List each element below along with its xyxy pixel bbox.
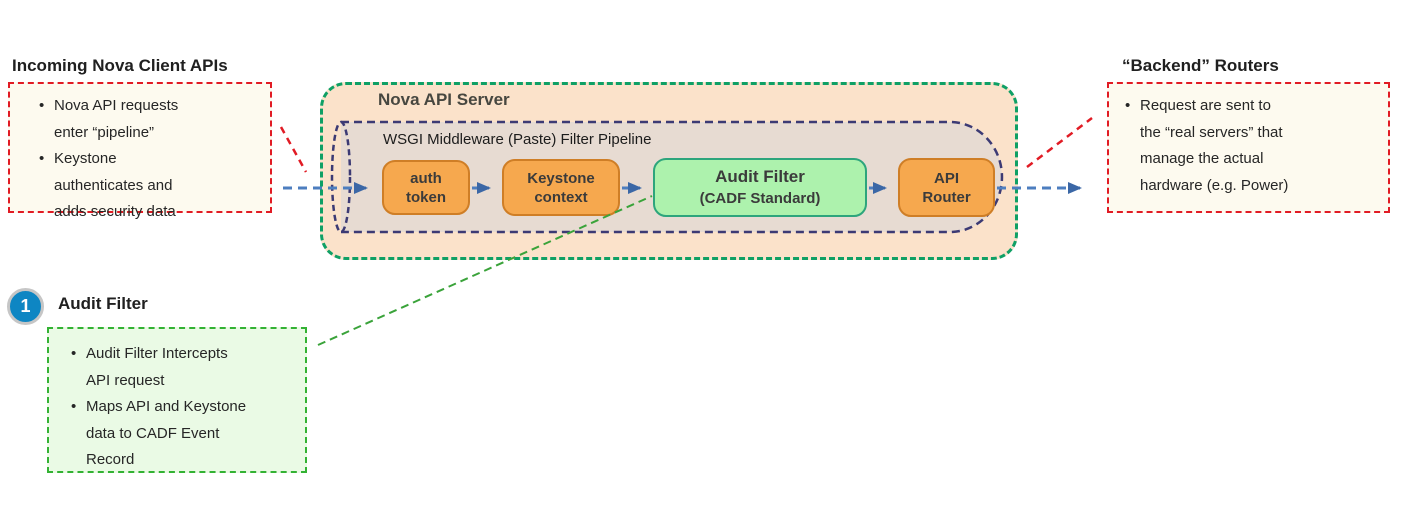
stage-label-line: context xyxy=(534,188,588,206)
stage-api-router: API Router xyxy=(898,158,995,217)
wsgi-pipeline-title: WSGI Middleware (Paste) Filter Pipeline xyxy=(383,131,652,148)
pointer-line-incoming xyxy=(279,126,308,173)
incoming-title: Incoming Nova Client APIs xyxy=(12,56,228,75)
stage-label-line: Keystone xyxy=(527,169,595,187)
audit-filter-note-box: Audit Filter Intercepts API requestMaps … xyxy=(47,327,307,473)
backend-routers-title: “Backend” Routers xyxy=(1122,56,1279,75)
nova-api-server-title: Nova API Server xyxy=(378,90,510,109)
incoming-note-box: Nova API requests enter “pipeline”Keysto… xyxy=(8,82,272,220)
stage-label-line: token xyxy=(405,188,446,206)
stage-label-line: (CADF Standard) xyxy=(699,189,821,207)
stage-label-line: auth xyxy=(410,169,442,187)
step-number: 1 xyxy=(20,296,31,316)
stage-label-line: Router xyxy=(922,188,971,206)
backend-bullet-list: Request are sent to the “real servers” t… xyxy=(1123,93,1295,199)
stage-label-line: Audit Filter xyxy=(715,166,805,186)
pointer-line-backend xyxy=(1026,117,1093,168)
backend-note-box: Request are sent to the “real servers” t… xyxy=(1107,82,1390,213)
bullet-item: Maps API and Keystone data to CADF Event… xyxy=(69,394,247,474)
audit-filter-callout-title: Audit Filter xyxy=(58,294,148,313)
stage-keystone-context: Keystone context xyxy=(502,159,620,216)
bullet-item: Nova API requests enter “pipeline” xyxy=(37,93,207,146)
step-1-badge: 1 xyxy=(7,288,44,325)
stage-auth-token: auth token xyxy=(382,160,470,215)
bullet-item: Request are sent to the “real servers” t… xyxy=(1123,93,1295,199)
stage-audit-filter: Audit Filter (CADF Standard) xyxy=(653,158,867,217)
bullet-item: Keystone authenticates and adds security… xyxy=(37,146,207,226)
bullet-item: Audit Filter Intercepts API request xyxy=(69,341,247,394)
stage-label-line: API xyxy=(933,169,959,187)
incoming-bullet-list: Nova API requests enter “pipeline”Keysto… xyxy=(37,93,207,226)
callout-bullet-list: Audit Filter Intercepts API requestMaps … xyxy=(69,341,247,474)
